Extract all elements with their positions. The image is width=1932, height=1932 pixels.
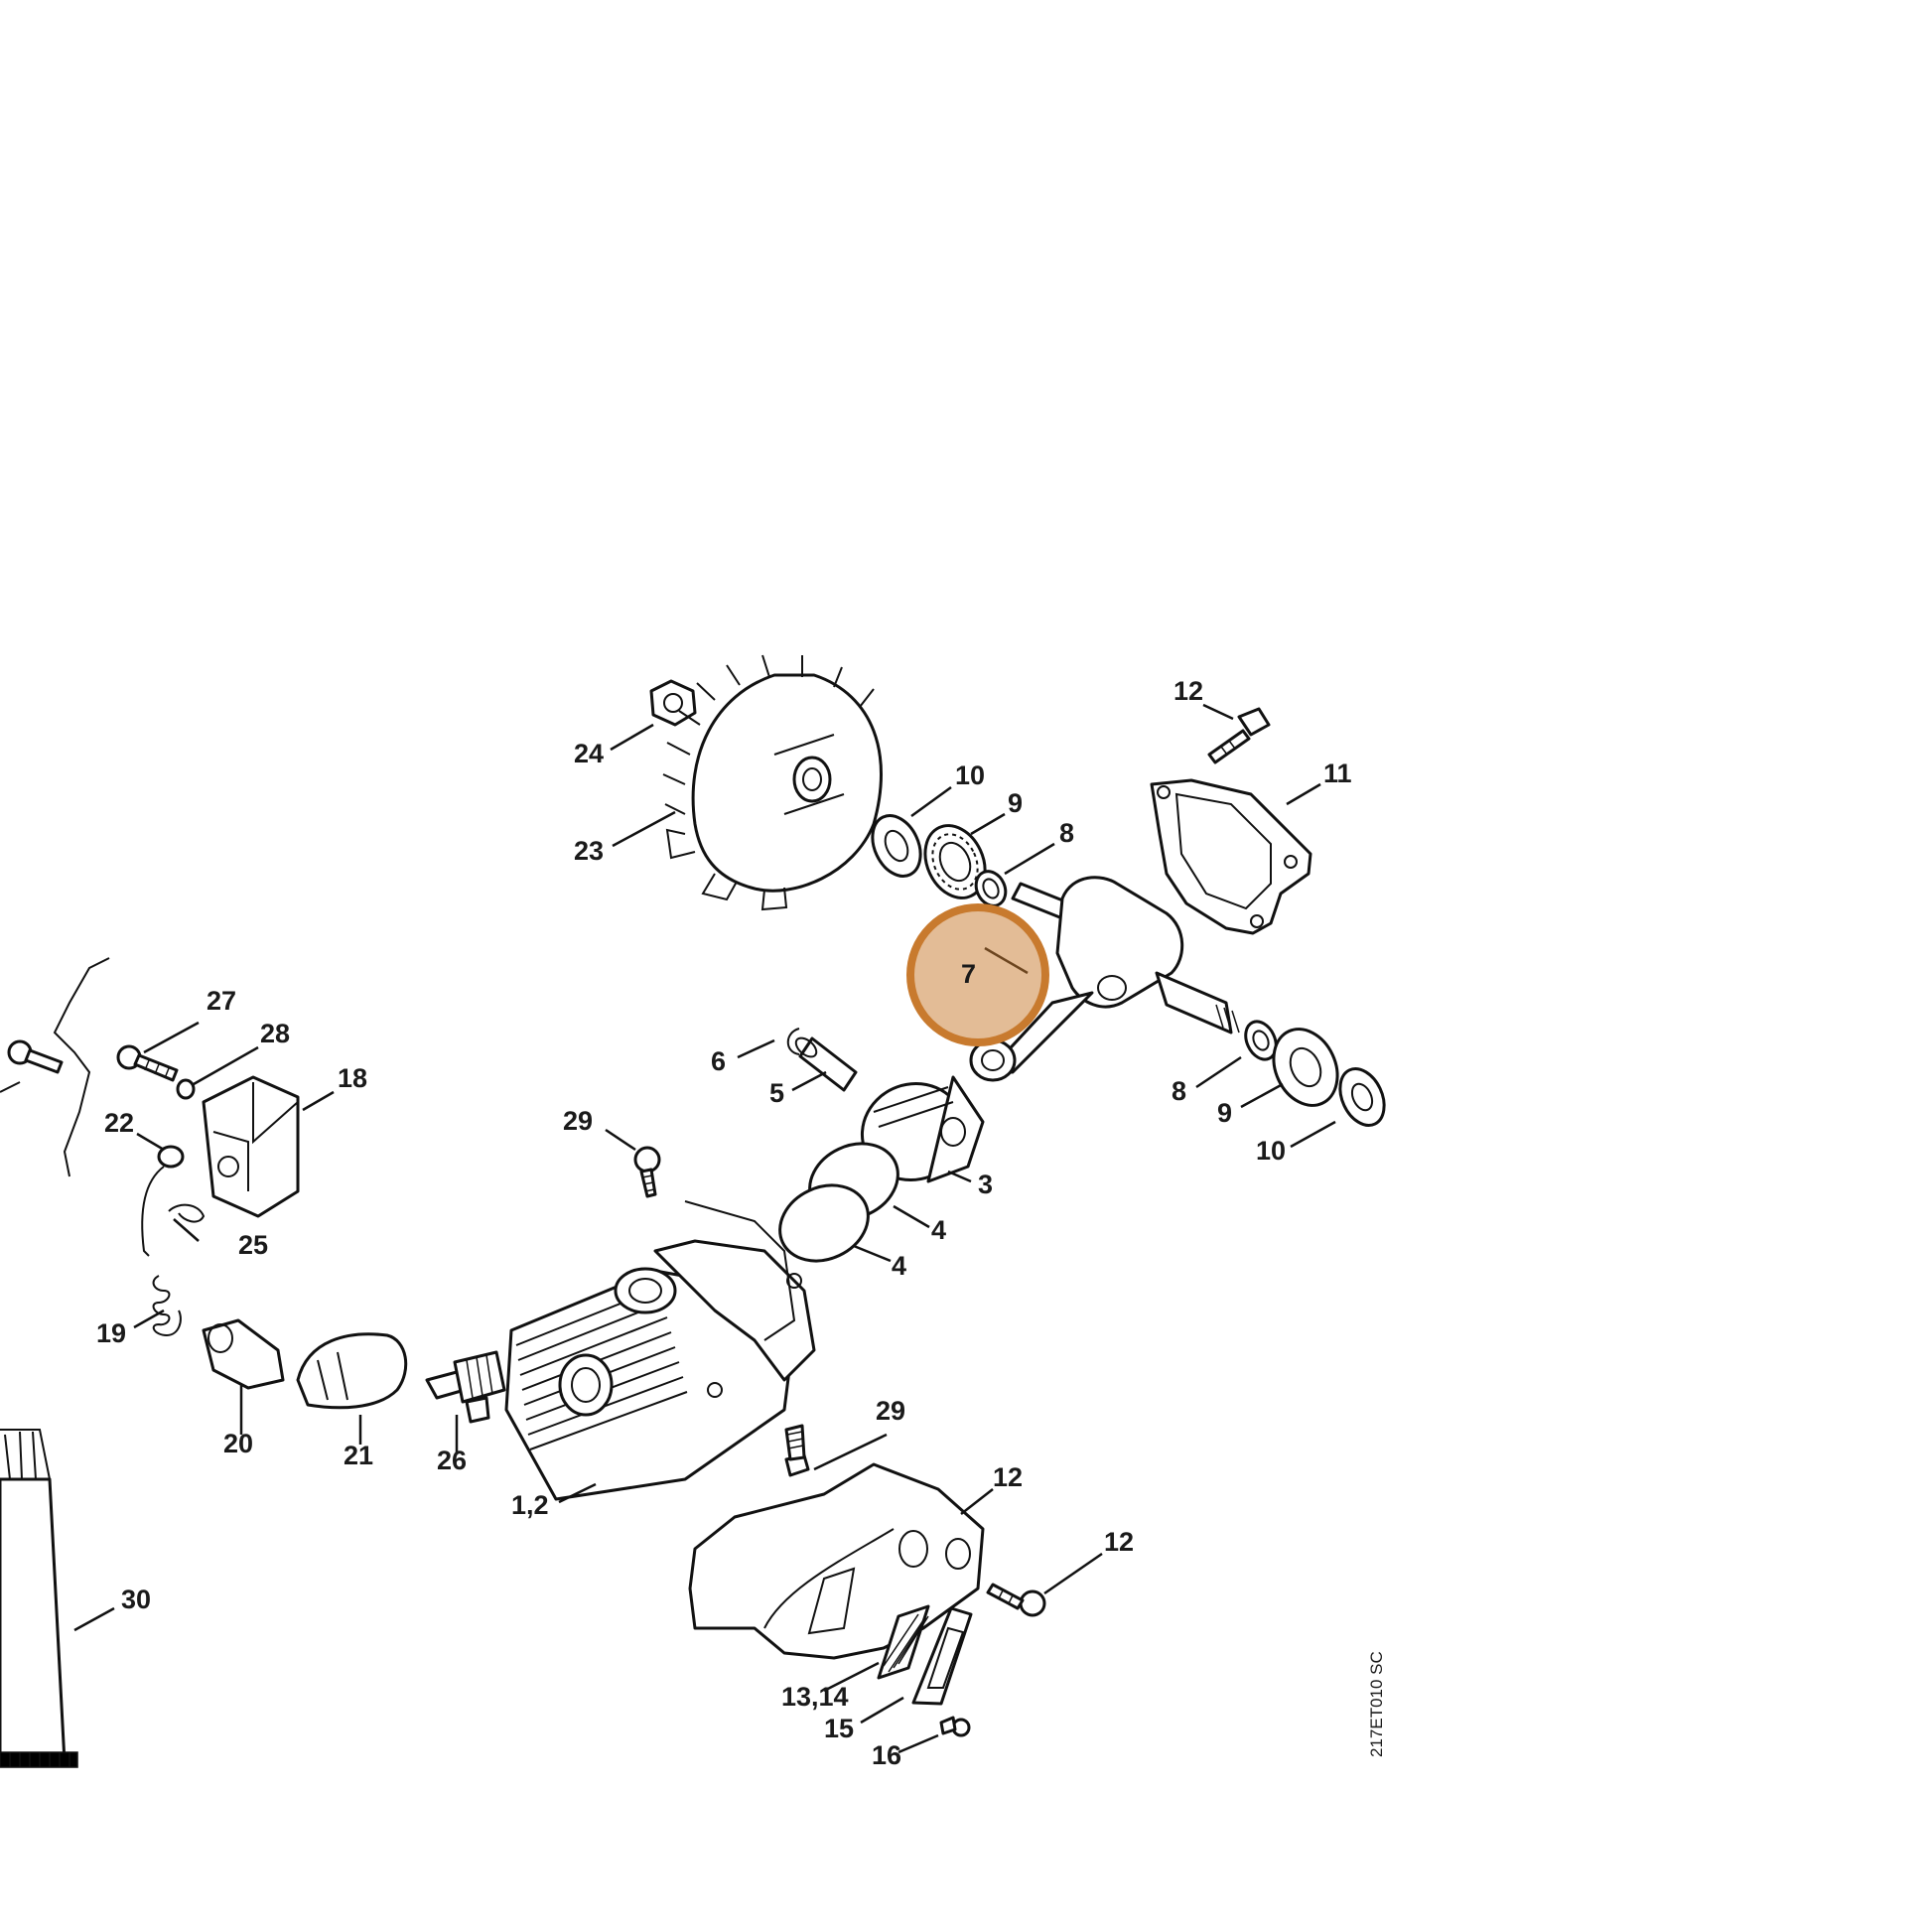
callout-30[interactable]: 30 bbox=[121, 1585, 151, 1614]
callout-4-upper[interactable]: 4 bbox=[931, 1215, 946, 1245]
part-4-piston-ring-lower[interactable] bbox=[767, 1172, 881, 1275]
part-25-clip[interactable] bbox=[168, 1203, 206, 1223]
callout-20[interactable]: 20 bbox=[223, 1429, 253, 1458]
part-26-spark-plug[interactable] bbox=[425, 1350, 506, 1424]
callout-12-lower[interactable]: 12 bbox=[1104, 1527, 1134, 1557]
callout-27[interactable]: 23 bbox=[574, 836, 604, 866]
part-21-spark-plug-boot[interactable] bbox=[296, 1332, 408, 1410]
callout-21[interactable]: 21 bbox=[344, 1441, 373, 1470]
part-1-2-cylinder[interactable] bbox=[504, 1200, 816, 1501]
partial-bracket bbox=[0, 957, 110, 1177]
part-27-flywheel[interactable] bbox=[662, 654, 883, 911]
part-24-washer[interactable] bbox=[176, 1078, 196, 1100]
callout-28[interactable]: 24 bbox=[574, 739, 604, 768]
callout-8-upper[interactable]: 8 bbox=[1059, 818, 1074, 848]
callout-29-lower[interactable]: 29 bbox=[876, 1396, 905, 1426]
callout-25[interactable]: 25 bbox=[238, 1230, 268, 1260]
callout-labels: 24 23 10 9 8 12 11 7 8 9 10 6 5 3 4 4 29… bbox=[96, 676, 1352, 1770]
callout-10-upper[interactable]: 10 bbox=[955, 760, 985, 790]
part-10-oil-seal-lower[interactable] bbox=[1331, 1061, 1393, 1132]
part-12-screw[interactable] bbox=[1207, 707, 1271, 764]
part-23-screw[interactable] bbox=[116, 1044, 179, 1082]
callout-23[interactable]: 27 bbox=[207, 986, 236, 1016]
callout-10-lower[interactable]: 10 bbox=[1256, 1136, 1286, 1166]
part-13-14-muffler[interactable] bbox=[688, 1462, 985, 1660]
leader-lines bbox=[73, 703, 1336, 1754]
part-22-grommet[interactable] bbox=[141, 1145, 185, 1257]
callout-26[interactable]: 26 bbox=[437, 1446, 467, 1475]
drawing-code: 217ET010 SC bbox=[1367, 1651, 1386, 1757]
callout-13-14[interactable]: 12 bbox=[993, 1462, 1023, 1492]
callout-1-2[interactable]: 1,2 bbox=[511, 1490, 549, 1520]
part-29-screw[interactable] bbox=[633, 1146, 661, 1198]
callout-24[interactable]: 28 bbox=[260, 1019, 290, 1048]
part-30-grease-tube[interactable] bbox=[0, 1429, 78, 1768]
callout-19[interactable]: 19 bbox=[96, 1318, 126, 1348]
part-9-ball-bearing-lower[interactable] bbox=[1262, 1019, 1349, 1116]
part-20-connector[interactable] bbox=[202, 1318, 285, 1390]
part-18-ignition-module[interactable] bbox=[202, 1075, 300, 1218]
callout-12-upper[interactable]: 12 bbox=[1173, 676, 1203, 706]
callout-15[interactable]: 13,14 bbox=[781, 1682, 849, 1712]
part-7-crankshaft[interactable] bbox=[969, 876, 1240, 1082]
part-16-cover[interactable] bbox=[911, 1606, 973, 1706]
part-9-ball-bearing[interactable] bbox=[914, 816, 997, 908]
part-11-crankcase[interactable] bbox=[1150, 778, 1312, 935]
part-10-oil-seal[interactable] bbox=[864, 808, 930, 885]
callout-18[interactable]: 18 bbox=[338, 1063, 367, 1093]
part-17-screw[interactable] bbox=[939, 1716, 971, 1737]
part-5-piston-pin[interactable] bbox=[792, 1035, 858, 1092]
callout-29-upper[interactable]: 29 bbox=[563, 1106, 593, 1136]
part-8-washer-lower[interactable] bbox=[1240, 1017, 1282, 1064]
part-8-washer[interactable] bbox=[971, 867, 1012, 910]
callout-17[interactable]: 16 bbox=[872, 1740, 901, 1770]
callout-4-lower[interactable]: 4 bbox=[892, 1251, 906, 1281]
callout-6[interactable]: 6 bbox=[711, 1046, 726, 1076]
part-6-circlip[interactable] bbox=[786, 1028, 800, 1055]
part-29-screw-lower[interactable] bbox=[784, 1424, 810, 1477]
highlight-circle-part-7[interactable] bbox=[906, 903, 1049, 1046]
callout-9-upper[interactable]: 9 bbox=[1008, 788, 1023, 818]
part-12-screw-lower[interactable] bbox=[986, 1583, 1046, 1617]
part-15-spark-arrestor-screen[interactable] bbox=[877, 1604, 930, 1680]
callout-8-lower[interactable]: 8 bbox=[1172, 1076, 1186, 1106]
part-19-spring[interactable] bbox=[152, 1275, 182, 1337]
callout-11[interactable]: 11 bbox=[1323, 759, 1352, 788]
callout-5[interactable]: 5 bbox=[769, 1078, 784, 1108]
callout-22[interactable]: 22 bbox=[104, 1108, 134, 1138]
callout-16[interactable]: 15 bbox=[824, 1714, 854, 1743]
callout-3[interactable]: 3 bbox=[978, 1170, 993, 1199]
callout-9-lower[interactable]: 9 bbox=[1217, 1098, 1232, 1128]
callout-7[interactable]: 7 bbox=[961, 959, 976, 989]
